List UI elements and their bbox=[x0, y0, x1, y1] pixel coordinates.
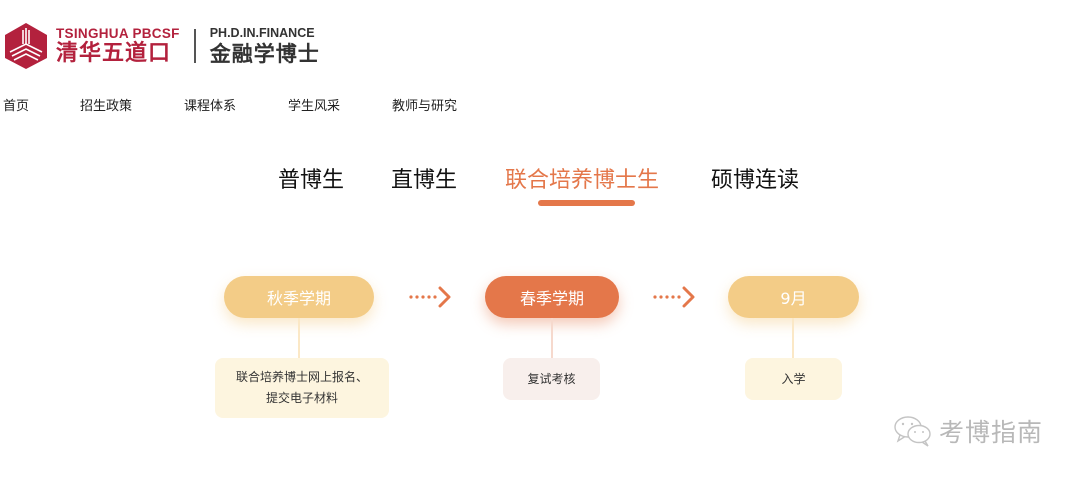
program-name-en: PH.D.IN.FINANCE bbox=[209, 25, 315, 40]
dotted-arrow-right-icon bbox=[653, 286, 695, 308]
timeline-connector bbox=[298, 318, 300, 358]
tab-master-phd[interactable]: 硕博连读 bbox=[711, 168, 800, 193]
logo-divider bbox=[193, 29, 196, 63]
nav-item-home[interactable]: 首页 bbox=[3, 99, 30, 114]
timeline-connector bbox=[792, 318, 794, 358]
active-tab-indicator bbox=[538, 200, 635, 206]
watermark-text: 考博指南 bbox=[939, 418, 1044, 447]
timeline-desc-september: 入学 bbox=[745, 358, 842, 400]
dotted-arrow-right-icon bbox=[409, 286, 451, 308]
tab-regular-phd[interactable]: 普博生 bbox=[278, 168, 345, 193]
timeline-desc-spring: 复试考核 bbox=[503, 358, 600, 400]
program-name: PH.D.IN.FINANCE 金融学博士 bbox=[210, 26, 320, 67]
wechat-icon bbox=[894, 416, 931, 447]
nav-item-faculty-research[interactable]: 教师与研究 bbox=[392, 99, 458, 114]
org-name: TSINGHUA PBCSF 清华五道口 bbox=[56, 26, 180, 67]
nav-item-student-life[interactable]: 学生风采 bbox=[288, 99, 341, 114]
program-name-cn: 金融学博士 bbox=[209, 41, 320, 66]
timeline-stage-autumn: 秋季学期 bbox=[224, 276, 374, 318]
desc-line: 联合培养博士网上报名、 bbox=[235, 370, 368, 384]
tsinghua-hexagon-logo-icon bbox=[5, 23, 47, 69]
nav-item-admission-policy[interactable]: 招生政策 bbox=[80, 99, 133, 114]
timeline-stage-september: 9月 bbox=[728, 276, 859, 318]
tab-direct-phd[interactable]: 直博生 bbox=[391, 168, 458, 193]
timeline-desc-autumn: 联合培养博士网上报名、 提交电子材料 bbox=[215, 358, 389, 418]
org-name-en: TSINGHUA PBCSF bbox=[56, 25, 180, 41]
desc-line: 提交电子材料 bbox=[265, 391, 338, 405]
watermark: 考博指南 bbox=[893, 413, 1043, 449]
site-logo[interactable]: TSINGHUA PBCSF 清华五道口 PH.D.IN.FINANCE 金融学… bbox=[4, 22, 320, 70]
timeline-connector bbox=[551, 318, 553, 358]
nav-item-curriculum[interactable]: 课程体系 bbox=[184, 99, 237, 114]
org-name-cn: 清华五道口 bbox=[56, 40, 172, 66]
timeline-stage-spring: 春季学期 bbox=[485, 276, 619, 318]
program-tabs: 普博生 直博生 联合培养博士生 硕博连读 bbox=[0, 166, 1080, 216]
tab-joint-phd[interactable]: 联合培养博士生 bbox=[505, 168, 660, 193]
